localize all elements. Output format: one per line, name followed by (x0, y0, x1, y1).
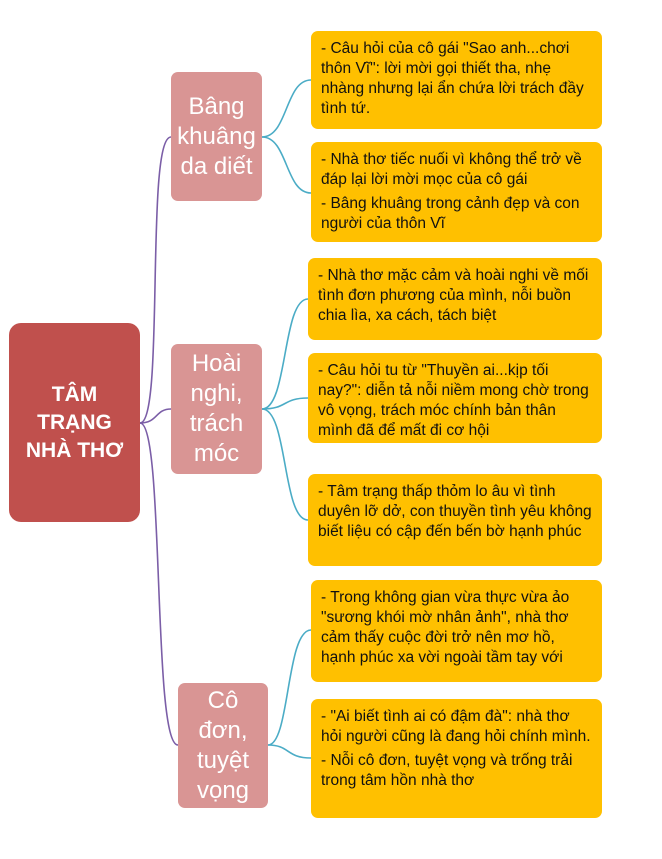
branch-hoai-nghi: Hoài nghi, trách móc (171, 344, 262, 474)
leaf-text: - Câu hỏi của cô gái "Sao anh...chơi thô… (321, 40, 584, 117)
connector-hoai-nghi-leaf-2 (261, 397, 309, 410)
leaf-hoai-nghi-1: - Nhà thơ mặc cảm và hoài nghi về mối tì… (308, 258, 602, 340)
leaf-text: - Tâm trạng thấp thỏm lo âu vì tình duyê… (318, 483, 592, 540)
leaf-text: - Trong không gian vừa thực vừa ảo "sươn… (321, 589, 570, 666)
leaf-hoai-nghi-2: - Câu hỏi tu từ "Thuyền ai...kịp tối nay… (308, 353, 602, 443)
leaf-text: - Bâng khuâng trong cảnh đẹp và con ngườ… (321, 195, 580, 232)
connector-hoai-nghi-leaf-1 (261, 298, 309, 410)
branch-co-don: Cô đơn, tuyệt vọng (178, 683, 268, 808)
leaf-bang-khuang-1: - Câu hỏi của cô gái "Sao anh...chơi thô… (311, 31, 602, 129)
leaf-hoai-nghi-3: - Tâm trạng thấp thỏm lo âu vì tình duyê… (308, 474, 602, 566)
connector-co-don-leaf-1 (267, 629, 312, 746)
leaf-text: - Nhà thơ tiếc nuối vì không thể trở về … (321, 151, 582, 188)
root-label: TÂM TRẠNG NHÀ THƠ (25, 382, 124, 462)
connector-bang-khuang-leaf-1 (261, 79, 312, 138)
branch-label: Bâng khuâng da diết (177, 92, 256, 180)
leaf-co-don-1: - Trong không gian vừa thực vừa ảo "sươn… (311, 580, 602, 682)
connector-bang-khuang-leaf-2 (261, 136, 312, 194)
leaf-text: - "Ai biết tình ai có đậm đà": nhà thơ h… (321, 708, 591, 745)
leaf-text: - Nỗi cô đơn, tuyệt vọng và trống trải t… (321, 752, 573, 789)
leaf-text: - Câu hỏi tu từ "Thuyền ai...kịp tối nay… (318, 362, 589, 439)
leaf-co-don-2: - "Ai biết tình ai có đậm đà": nhà thơ h… (311, 699, 602, 818)
connector-hoai-nghi-leaf-3 (261, 408, 309, 521)
branch-label: Cô đơn, tuyệt vọng (196, 686, 250, 804)
leaf-text: - Nhà thơ mặc cảm và hoài nghi về mối tì… (318, 267, 589, 324)
connector-root-to-co-don (139, 422, 179, 746)
leaf-bang-khuang-2: - Nhà thơ tiếc nuối vì không thể trở về … (311, 142, 602, 242)
root-node: TÂM TRẠNG NHÀ THƠ (9, 323, 140, 522)
branch-bang-khuang: Bâng khuâng da diết (171, 72, 262, 201)
branch-label: Hoài nghi, trách móc (189, 350, 244, 467)
connector-co-don-leaf-2 (267, 744, 312, 759)
connector-root-to-hoai-nghi (139, 408, 172, 424)
connector-root-to-bang-khuang (139, 136, 172, 424)
